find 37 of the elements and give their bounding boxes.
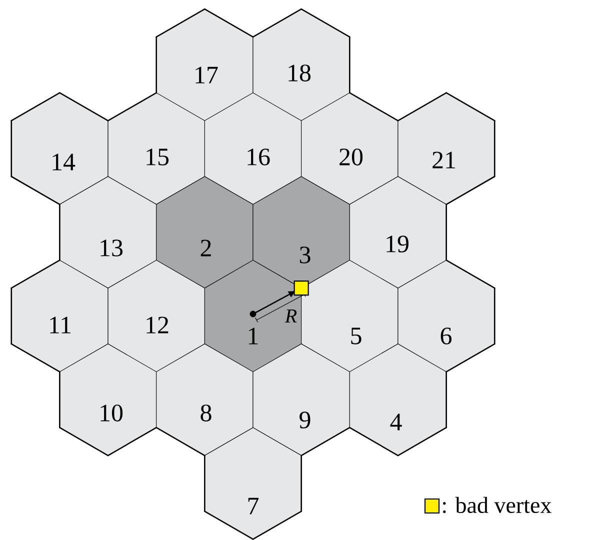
hexagon-cell: 20	[301, 92, 399, 205]
node-label: 7	[248, 498, 259, 514]
hexagon-cell: 3	[252, 176, 350, 288]
hexagon-cell: 14	[10, 92, 109, 206]
node-label: 12	[146, 316, 168, 334]
hexagon-cell: 11	[10, 260, 108, 372]
hexagon-cell: 2	[156, 176, 254, 288]
hexagon-cell: 8	[156, 344, 254, 456]
node-label: 18	[288, 64, 311, 82]
node-label: 19	[386, 236, 408, 252]
hexagon-cell: 4	[349, 344, 447, 456]
node-label: 16	[248, 148, 270, 166]
hexagon-cell: 6	[398, 260, 496, 372]
node-label: 1	[248, 328, 258, 344]
node-label: 11	[50, 316, 71, 334]
radius-label: R	[284, 309, 297, 323]
hexagon-cell: 9	[252, 344, 350, 456]
hexagon-cell: 21	[397, 92, 496, 206]
node-label: 10	[100, 404, 123, 422]
node-label: 13	[100, 240, 123, 256]
hexagon-cell: 16	[204, 92, 302, 205]
hexagon-cell: 19	[349, 176, 447, 288]
hexagon-cell: 17	[156, 8, 254, 121]
legend-text: : bad vertex	[443, 496, 552, 514]
hexagon-cell: 10	[59, 344, 157, 456]
node-label: 4	[390, 414, 402, 430]
hexagon-cell: 15	[107, 92, 205, 205]
hexagon-cell: 18	[252, 8, 350, 121]
node-label: 8	[200, 404, 212, 422]
node-label: 5	[351, 328, 362, 344]
node-label: 2	[200, 240, 211, 256]
hexagon-cell: 13	[59, 176, 157, 288]
hexagon-cell: 12	[108, 260, 205, 372]
node-label: 14	[52, 154, 76, 170]
node-label: 20	[340, 148, 363, 166]
node-label: 17	[196, 66, 218, 84]
hexagon-cell: 7	[204, 427, 302, 540]
